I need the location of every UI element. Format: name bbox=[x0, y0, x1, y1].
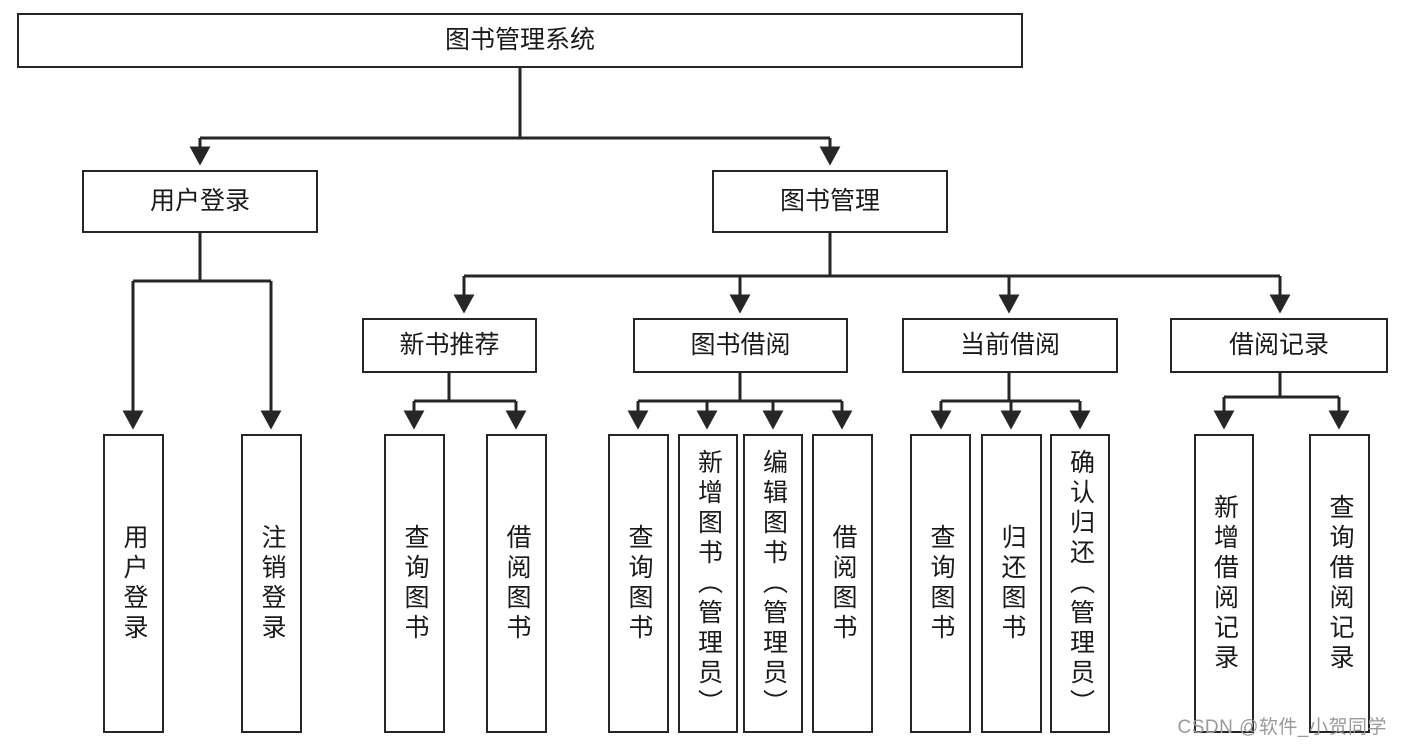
node-leaf-borrow-book-1-label: 借阅图书 bbox=[503, 523, 531, 644]
node-current-borrow-label: 当前借阅 bbox=[959, 331, 1060, 360]
node-leaf-add-book-label: 新增图书（管理员） bbox=[694, 448, 723, 719]
node-leaf-confirm-return-label: 确认归还（管理员） bbox=[1066, 448, 1095, 719]
node-leaf-edit-book[interactable]: 编辑图书（管理员） bbox=[743, 434, 803, 733]
node-current-borrow[interactable]: 当前借阅 bbox=[902, 318, 1118, 373]
csdn-watermark: CSDN @软件_小贺同学 bbox=[1177, 717, 1387, 738]
node-leaf-borrow-book-2-label: 借阅图书 bbox=[829, 523, 857, 644]
node-user-login[interactable]: 用户登录 bbox=[82, 170, 318, 233]
node-borrow-record[interactable]: 借阅记录 bbox=[1170, 318, 1388, 373]
node-leaf-query-book-2[interactable]: 查询图书 bbox=[608, 434, 669, 733]
node-book-manage[interactable]: 图书管理 bbox=[712, 170, 948, 233]
node-leaf-query-book-2-label: 查询图书 bbox=[625, 523, 653, 644]
node-leaf-add-record-label: 新增借阅记录 bbox=[1210, 493, 1239, 674]
node-leaf-logout[interactable]: 注销登录 bbox=[241, 434, 302, 733]
node-root-label: 图书管理系统 bbox=[444, 26, 595, 55]
node-leaf-borrow-book-1[interactable]: 借阅图书 bbox=[486, 434, 547, 733]
node-leaf-query-book-1-label: 查询图书 bbox=[401, 523, 429, 644]
node-user-login-label: 用户登录 bbox=[149, 187, 250, 216]
node-root[interactable]: 图书管理系统 bbox=[17, 13, 1023, 68]
node-leaf-borrow-book-2[interactable]: 借阅图书 bbox=[812, 434, 873, 733]
node-leaf-edit-book-label: 编辑图书（管理员） bbox=[759, 448, 788, 719]
node-leaf-query-book-3-label: 查询图书 bbox=[927, 523, 955, 644]
node-leaf-user-login[interactable]: 用户登录 bbox=[103, 434, 164, 733]
node-leaf-user-login-label: 用户登录 bbox=[120, 523, 148, 644]
node-leaf-add-record[interactable]: 新增借阅记录 bbox=[1194, 434, 1254, 733]
node-book-borrow-label: 图书借阅 bbox=[690, 331, 791, 360]
node-leaf-return-book-label: 归还图书 bbox=[998, 523, 1026, 644]
node-leaf-confirm-return[interactable]: 确认归还（管理员） bbox=[1050, 434, 1110, 733]
node-leaf-query-book-3[interactable]: 查询图书 bbox=[910, 434, 971, 733]
node-book-manage-label: 图书管理 bbox=[779, 187, 880, 216]
node-leaf-add-book[interactable]: 新增图书（管理员） bbox=[678, 434, 738, 733]
node-new-book-recommend-label: 新书推荐 bbox=[399, 331, 500, 360]
node-book-borrow[interactable]: 图书借阅 bbox=[633, 318, 848, 373]
node-leaf-query-record-label: 查询借阅记录 bbox=[1326, 493, 1354, 674]
node-leaf-logout-label: 注销登录 bbox=[258, 523, 286, 644]
node-new-book-recommend[interactable]: 新书推荐 bbox=[362, 318, 537, 373]
node-borrow-record-label: 借阅记录 bbox=[1228, 331, 1329, 360]
node-leaf-query-book-1[interactable]: 查询图书 bbox=[384, 434, 445, 733]
node-leaf-return-book[interactable]: 归还图书 bbox=[981, 434, 1042, 733]
node-leaf-query-record[interactable]: 查询借阅记录 bbox=[1309, 434, 1370, 733]
